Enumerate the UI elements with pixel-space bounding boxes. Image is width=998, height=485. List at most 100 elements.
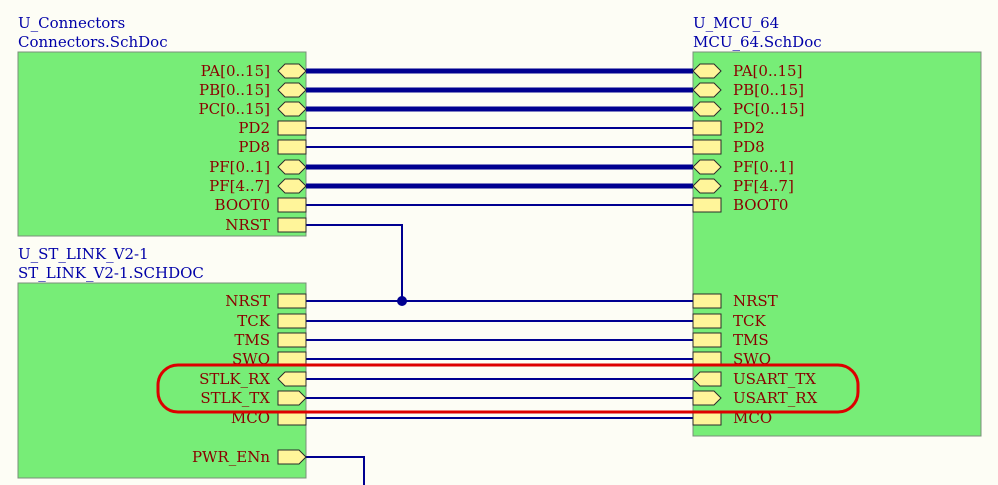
mcu-port-pd2-label: PD2 xyxy=(733,119,765,137)
connectors-designator: U_Connectors xyxy=(18,14,125,32)
mcu-port-pa-0-15[interactable]: PA[0..15] xyxy=(692,62,802,80)
connectors-port-pc-0-15-label: PC[0..15] xyxy=(199,100,270,118)
connectors-port-nrst-symbol xyxy=(277,217,307,233)
connectors-port-pf-0-1-symbol xyxy=(277,159,307,175)
connectors-port-pa-0-15-symbol xyxy=(277,63,307,79)
mcu-port-pb-0-15-symbol xyxy=(692,82,722,98)
wire-layer xyxy=(306,68,693,485)
mcu-port-pf-0-1-symbol xyxy=(692,159,722,175)
connectors-port-pf-0-1[interactable]: PF[0..1] xyxy=(209,158,307,176)
stlink-port-stlk-tx[interactable]: STLK_TX xyxy=(200,389,307,407)
mcu-port-tck[interactable]: TCK xyxy=(692,312,766,330)
stlink-port-nrst-label: NRST xyxy=(225,292,270,310)
connectors-port-pf-4-7-symbol xyxy=(277,178,307,194)
mcu-port-usart-tx-label: USART_TX xyxy=(733,370,816,388)
mcu-port-tms[interactable]: TMS xyxy=(692,331,769,349)
mcu-port-usart-tx-symbol xyxy=(692,371,722,387)
mcu-port-pd2-symbol xyxy=(692,120,722,136)
mcu-port-nrst[interactable]: NRST xyxy=(692,292,778,310)
mcu-port-pa-0-15-symbol xyxy=(692,63,722,79)
sheet-u-connectors[interactable] xyxy=(17,51,307,237)
connectors-port-pd2-label: PD2 xyxy=(238,119,270,137)
mcu-port-pd8[interactable]: PD8 xyxy=(692,138,765,156)
mcu-port-pd8-label: PD8 xyxy=(733,138,765,156)
connectors-port-nrst[interactable]: NRST xyxy=(225,216,307,234)
mcu-port-pc-0-15-symbol xyxy=(692,101,722,117)
stlink-port-nrst-symbol xyxy=(277,293,307,309)
mcu-port-pf-4-7-symbol xyxy=(692,178,722,194)
mcu-port-usart-rx-symbol xyxy=(692,390,722,406)
stlink-designator: U_ST_LINK_V2-1 xyxy=(18,245,149,263)
connectors-port-pc-0-15[interactable]: PC[0..15] xyxy=(199,100,307,118)
stlink-port-tms[interactable]: TMS xyxy=(234,331,307,349)
mcu-port-pc-0-15[interactable]: PC[0..15] xyxy=(692,100,804,118)
stlink-port-tck-label: TCK xyxy=(237,312,270,330)
mcu-port-tck-label: TCK xyxy=(733,312,766,330)
connectors-port-boot0-label: BOOT0 xyxy=(215,196,270,214)
connectors-port-pd8[interactable]: PD8 xyxy=(238,138,307,156)
mcu-designator: U_MCU_64 xyxy=(693,14,779,32)
mcu-port-pb-0-15-label: PB[0..15] xyxy=(733,81,804,99)
sheet-u-mcu-64[interactable] xyxy=(692,51,982,437)
stlink-port-tck-symbol xyxy=(277,313,307,329)
mcu-port-boot0-label: BOOT0 xyxy=(733,196,788,214)
mcu-port-tms-label: TMS xyxy=(733,331,769,349)
connectors-port-pd2-symbol xyxy=(277,120,307,136)
connectors-port-pf-4-7[interactable]: PF[4..7] xyxy=(209,177,307,195)
wire-pwr-enn[interactable] xyxy=(306,456,365,485)
connectors-port-pa-0-15-label: PA[0..15] xyxy=(201,62,270,80)
mcu-port-pf-0-1-label: PF[0..1] xyxy=(733,158,794,176)
mcu-port-usart-rx[interactable]: USART_RX xyxy=(692,389,818,407)
connectors-port-pd2[interactable]: PD2 xyxy=(238,119,307,137)
mcu-port-usart-rx-label: USART_RX xyxy=(733,389,818,407)
connectors-port-pf-0-1-label: PF[0..1] xyxy=(209,158,270,176)
connectors-port-pd8-symbol xyxy=(277,139,307,155)
mcu-port-pf-4-7-label: PF[4..7] xyxy=(733,177,794,195)
connectors-port-nrst-label: NRST xyxy=(225,216,270,234)
mcu-port-nrst-symbol xyxy=(692,293,722,309)
connectors-port-pd8-label: PD8 xyxy=(238,138,270,156)
connectors-port-boot0[interactable]: BOOT0 xyxy=(215,196,307,214)
stlink-port-tms-label: TMS xyxy=(234,331,270,349)
mcu-port-pa-0-15-label: PA[0..15] xyxy=(733,62,802,80)
mcu-port-boot0-symbol xyxy=(692,197,722,213)
mcu-port-pb-0-15[interactable]: PB[0..15] xyxy=(692,81,804,99)
stlink-port-pwr-enn-symbol xyxy=(277,449,307,465)
mcu-port-tck-symbol xyxy=(692,313,722,329)
connectors-port-pb-0-15-symbol xyxy=(277,82,307,98)
mcu-port-boot0[interactable]: BOOT0 xyxy=(692,196,788,214)
mcu-port-pc-0-15-label: PC[0..15] xyxy=(733,100,804,118)
nrst-junction-dot xyxy=(397,296,407,306)
stlink-port-pwr-enn[interactable]: PWR_ENn xyxy=(192,448,307,466)
connectors-port-pb-0-15[interactable]: PB[0..15] xyxy=(199,81,307,99)
mcu-port-nrst-label: NRST xyxy=(733,292,778,310)
connectors-port-pc-0-15-symbol xyxy=(277,101,307,117)
stlink-port-stlk-rx-symbol xyxy=(277,371,307,387)
stlink-port-stlk-rx[interactable]: STLK_RX xyxy=(199,370,307,388)
stlink-port-stlk-tx-symbol xyxy=(277,390,307,406)
wire-nrst-tie[interactable] xyxy=(306,224,403,301)
stlink-port-tck[interactable]: TCK xyxy=(237,312,307,330)
mcu-port-pd8-symbol xyxy=(692,139,722,155)
stlink-port-stlk-tx-label: STLK_TX xyxy=(200,389,270,407)
mcu-port-pf-4-7[interactable]: PF[4..7] xyxy=(692,177,794,195)
stlink-port-nrst[interactable]: NRST xyxy=(225,292,307,310)
mcu-filename: MCU_64.SchDoc xyxy=(693,33,822,51)
port-layer: PA[0..15]PB[0..15]PC[0..15]PD2PD8PF[0..1… xyxy=(192,62,818,466)
mcu-port-pf-0-1[interactable]: PF[0..1] xyxy=(692,158,794,176)
mcu-port-pd2[interactable]: PD2 xyxy=(692,119,765,137)
stlink-port-pwr-enn-label: PWR_ENn xyxy=(192,448,270,466)
mcu-port-usart-tx[interactable]: USART_TX xyxy=(692,370,816,388)
connectors-port-pb-0-15-label: PB[0..15] xyxy=(199,81,270,99)
stlink-filename: ST_LINK_V2-1.SCHDOC xyxy=(18,264,204,282)
connectors-filename: Connectors.SchDoc xyxy=(18,33,168,51)
stlink-port-stlk-rx-label: STLK_RX xyxy=(199,370,270,388)
uart-highlight-outline xyxy=(156,363,860,414)
sheet-u-st-link[interactable] xyxy=(17,282,307,479)
connectors-port-pf-4-7-label: PF[4..7] xyxy=(209,177,270,195)
connectors-port-pa-0-15[interactable]: PA[0..15] xyxy=(201,62,307,80)
mcu-port-tms-symbol xyxy=(692,332,722,348)
stlink-port-tms-symbol xyxy=(277,332,307,348)
connectors-port-boot0-symbol xyxy=(277,197,307,213)
